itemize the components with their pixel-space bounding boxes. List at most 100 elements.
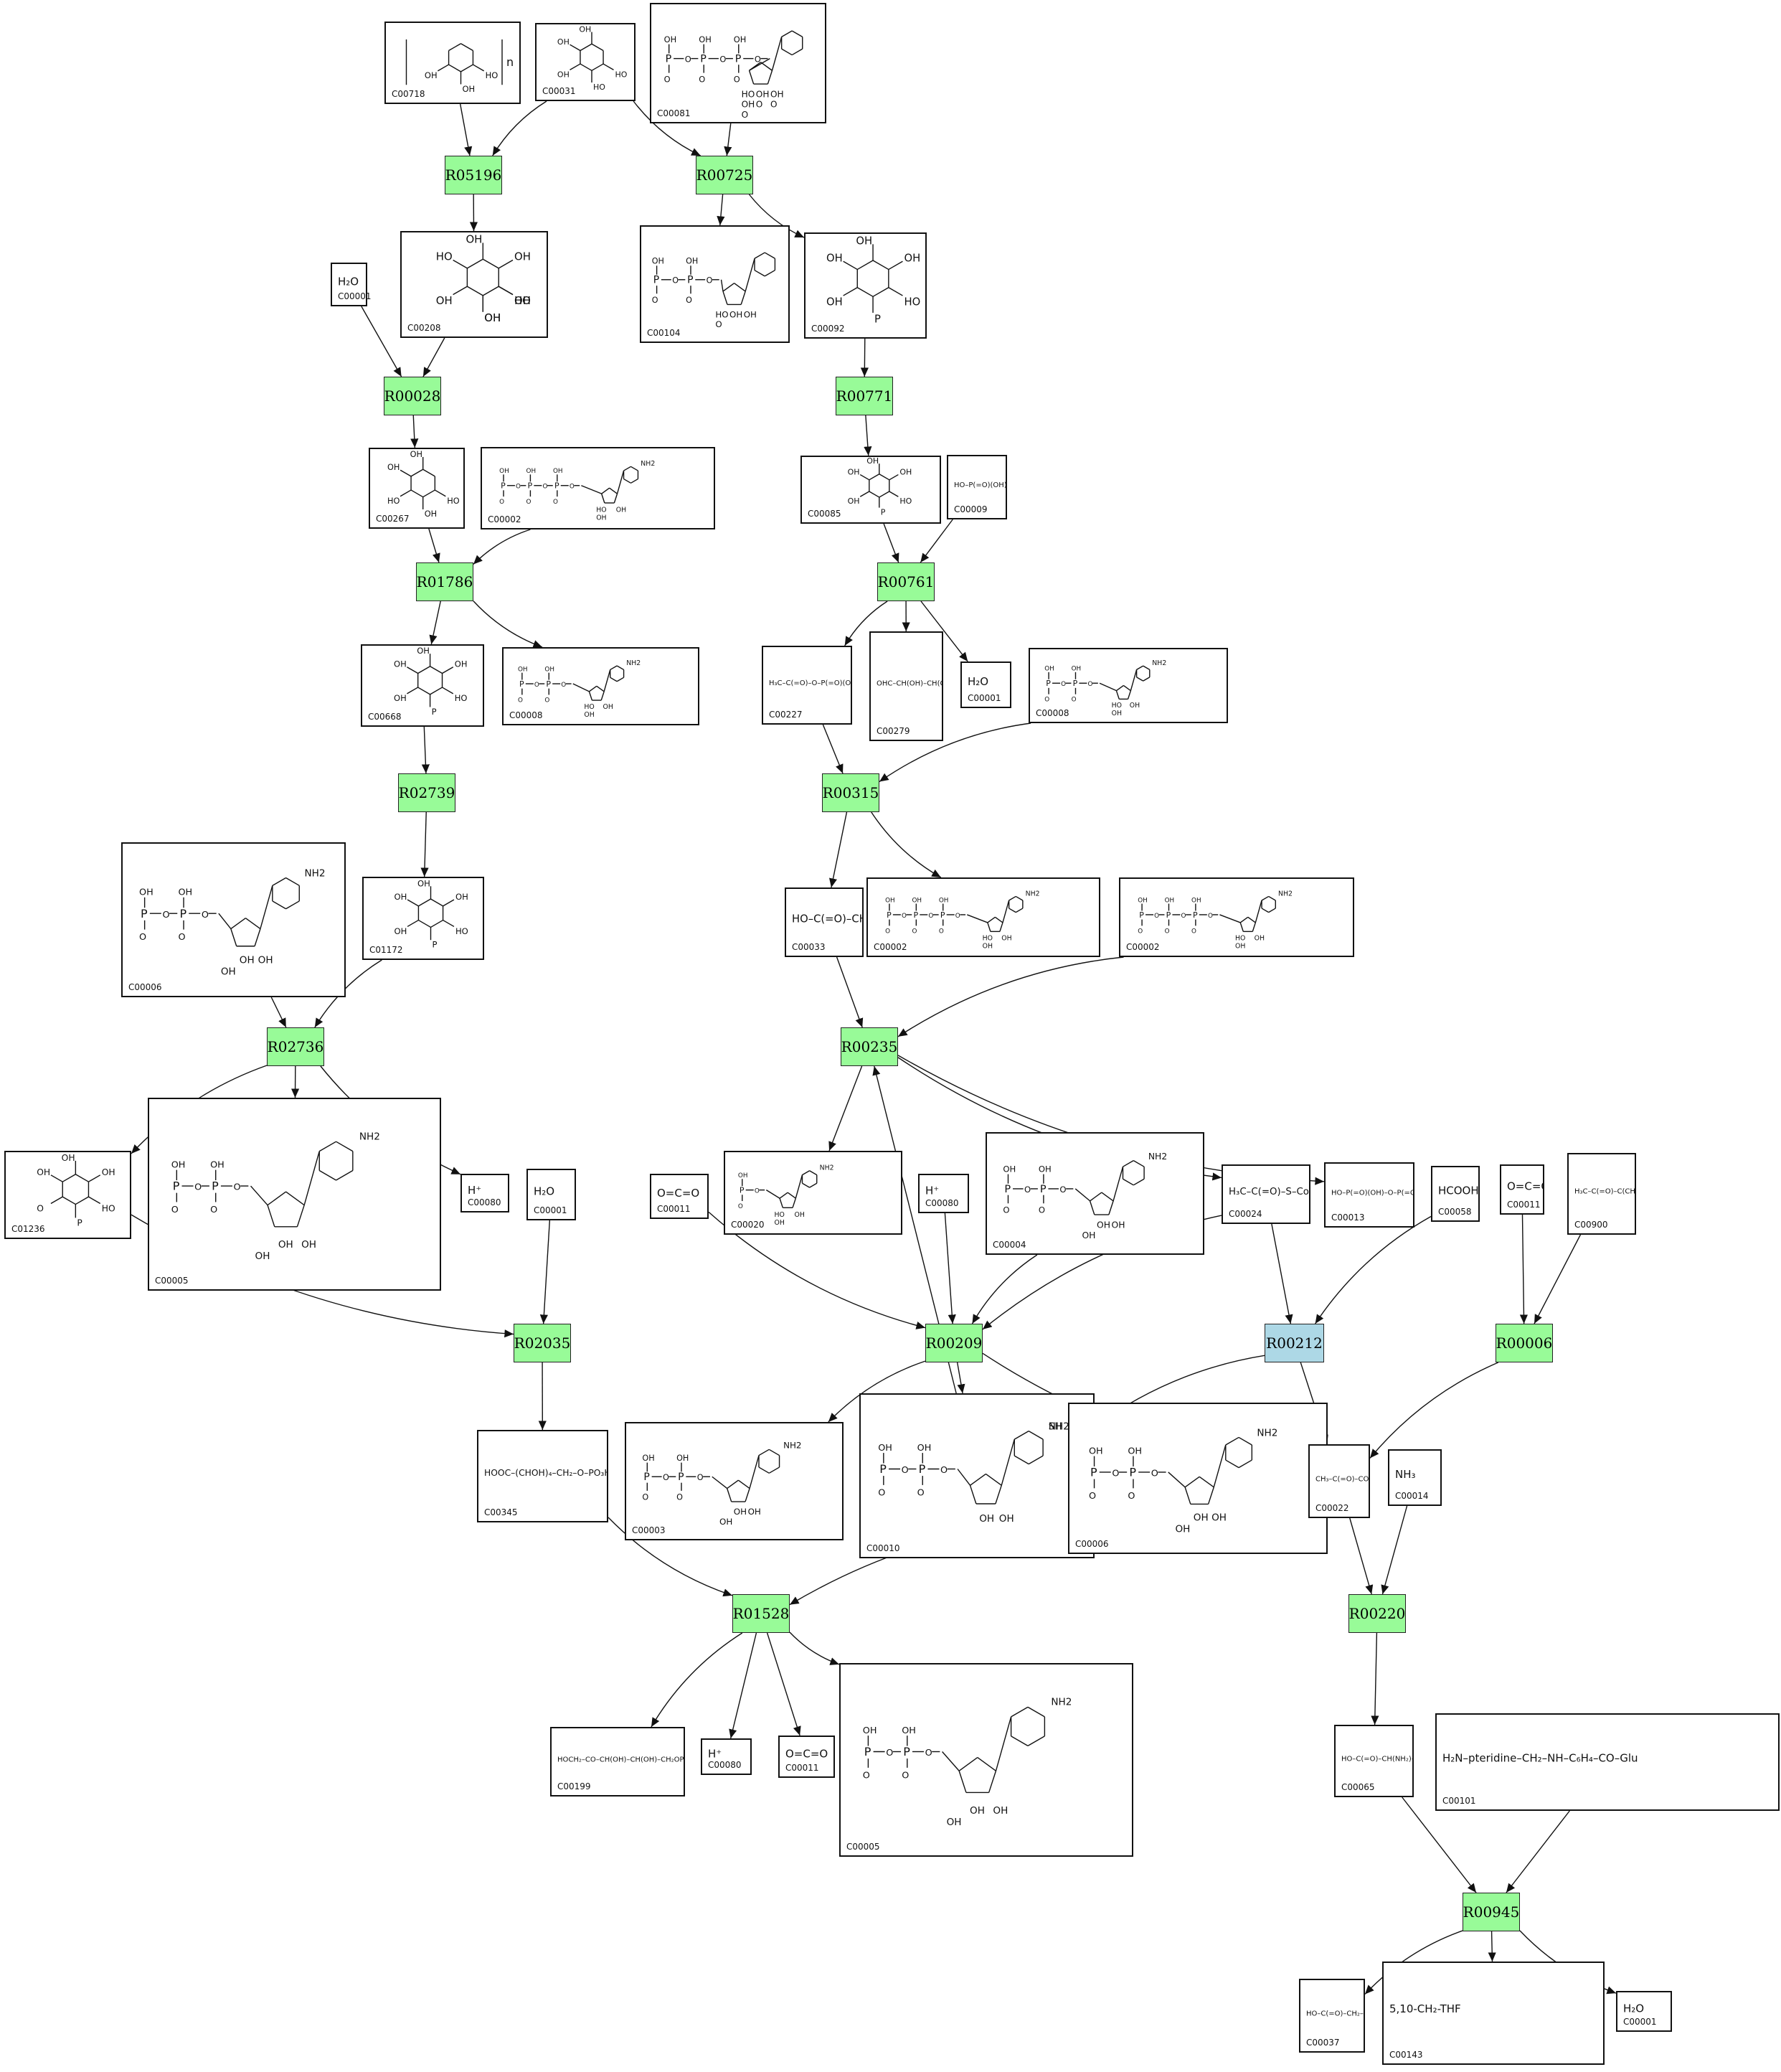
- compound-id-label: C00080: [468, 1197, 501, 1207]
- atom-label: OH: [557, 70, 570, 79]
- compound-c00199[interactable]: HOCH₂–CO–CH(OH)–CH(OH)–CH₂OPO₃H₂C00199: [550, 1727, 685, 1796]
- structure-drawing: HO–P(=O)(OH)–O–P(=O)(OH)OH: [1331, 1190, 1413, 1197]
- compound-c00080[interactable]: H⁺C00080: [701, 1738, 752, 1775]
- compound-c00080[interactable]: H⁺C00080: [918, 1174, 969, 1213]
- compound-c00065[interactable]: HO–C(=O)–CH(NH₂)–CH₂OHC00065: [1334, 1725, 1414, 1797]
- compound-id-label: C00081: [657, 108, 691, 118]
- ring-bond: [430, 919, 443, 928]
- atom-label: O: [664, 74, 671, 84]
- ring-bond: [318, 1169, 336, 1181]
- edge-c25-r10: [539, 1220, 551, 1324]
- compound-c00037[interactable]: HO–C(=O)–CH₂–NH₂C00037: [1299, 1979, 1365, 2053]
- ring-bond: [1123, 684, 1131, 692]
- compound-c00279[interactable]: OHC–CH(OH)–CH(OH)–CH₂–O–PO₃H₂C00279: [869, 631, 943, 741]
- reaction-r01786[interactable]: R01786: [416, 562, 473, 601]
- ring-bond: [1027, 1706, 1045, 1718]
- compound-c00900[interactable]: H₃C–C(=O)–C(CH₃)(OH)–COOHC00900: [1567, 1153, 1636, 1235]
- ring-bond: [1008, 895, 1016, 901]
- phosphorus-atom: P: [1046, 679, 1051, 688]
- ring-bond: [1090, 1192, 1102, 1202]
- reaction-r00235[interactable]: R00235: [841, 1027, 898, 1066]
- atom-label: O: [234, 1182, 241, 1193]
- reaction-r01528[interactable]: R01528: [732, 1594, 790, 1633]
- reaction-r05196[interactable]: R05196: [445, 156, 502, 194]
- compound-c00022[interactable]: CH₃–C(=O)–COOHC00022: [1308, 1444, 1370, 1518]
- reaction-r00028[interactable]: R00028: [384, 377, 441, 415]
- compound-c00013[interactable]: HO–P(=O)(OH)–O–P(=O)(OH)OHC00013: [1324, 1162, 1414, 1228]
- ring-bond: [591, 63, 604, 71]
- compound-c00080[interactable]: H⁺C00080: [460, 1174, 509, 1212]
- formula-text: HCOOH: [1438, 1184, 1478, 1197]
- formula-text: HO–P(=O)(OH)OH: [954, 481, 1006, 489]
- compound-c00227[interactable]: H₃C–C(=O)–O–P(=O)(OH)OHC00227: [762, 646, 852, 725]
- reaction-r00220[interactable]: R00220: [1348, 1594, 1406, 1633]
- reaction-r02035[interactable]: R02035: [514, 1324, 571, 1362]
- reaction-r02736[interactable]: R02736: [267, 1027, 324, 1066]
- reaction-r00725[interactable]: R00725: [696, 156, 753, 194]
- atom-label: NH2: [1148, 1152, 1167, 1162]
- reaction-r00761[interactable]: R00761: [877, 562, 935, 601]
- ring-bond: [467, 258, 483, 269]
- atom-label: OH: [178, 887, 192, 898]
- structure-drawing: O=C=O: [657, 1187, 699, 1200]
- compound-id-label: C00001: [534, 1205, 567, 1215]
- ring-bond: [764, 252, 775, 259]
- reaction-r00945[interactable]: R00945: [1463, 1893, 1520, 1931]
- reaction-r00006[interactable]: R00006: [1496, 1324, 1553, 1362]
- reaction-r00771[interactable]: R00771: [836, 377, 893, 415]
- reaction-r00212[interactable]: R00212: [1265, 1324, 1324, 1362]
- edge-c35-r14: [608, 1517, 733, 1597]
- compound-c00033[interactable]: HO–C(=O)–CH₃C00033: [785, 887, 864, 957]
- reaction-r00209[interactable]: R00209: [925, 1324, 983, 1362]
- ring-bond: [791, 30, 803, 37]
- reaction-r00315[interactable]: R00315: [822, 773, 879, 812]
- ring-bond: [1123, 1160, 1134, 1167]
- reaction-r02739[interactable]: R02739: [398, 773, 455, 812]
- ring-bond: [1015, 908, 1024, 913]
- atom-label: O: [663, 1473, 669, 1482]
- atom-label: OH: [1003, 1164, 1016, 1174]
- phosphorus-atom: P: [666, 54, 672, 65]
- ring-bond: [1014, 1455, 1029, 1465]
- formula-text: O=C=O: [657, 1187, 699, 1200]
